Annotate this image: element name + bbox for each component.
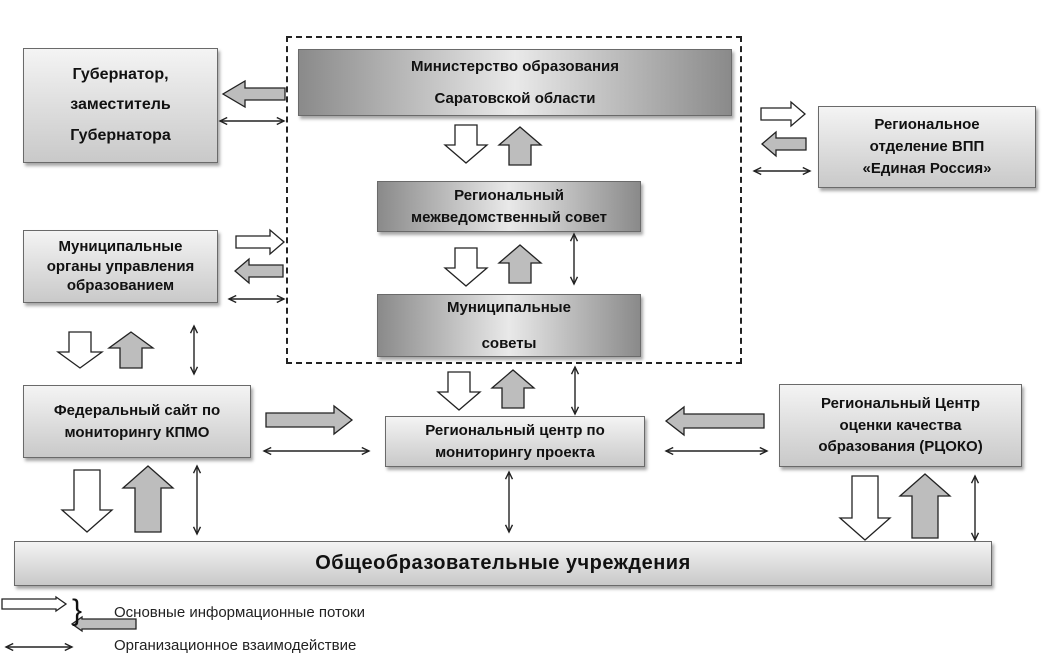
- legend-bracket: }: [72, 594, 83, 627]
- arrow-federal-to-schools: [60, 469, 114, 533]
- link-center-schools: [504, 470, 514, 534]
- federal-site-box: Федеральный сайт по мониторингу КПМО: [23, 385, 251, 458]
- arrow-bodies-to-ministry: [235, 228, 285, 256]
- municipal-bodies-box: Муниципальные органы управления образова…: [23, 230, 218, 303]
- arrow-ministry-to-bodies: [234, 257, 284, 285]
- arrow-interagency-to-councils: [443, 247, 489, 287]
- arrow-party-to-ministry: [761, 130, 807, 158]
- party-box: Региональное отделение ВПП «Единая Росси…: [818, 106, 1036, 188]
- legend-org-interaction: Организационное взаимодействие: [114, 637, 357, 654]
- arrow-rcoko-to-schools: [838, 475, 892, 541]
- link-governor-ministry: [218, 116, 286, 126]
- rcoko-box: Региональный Центр оценки качества образ…: [779, 384, 1022, 467]
- ministry-box: Министерство образования Саратовской обл…: [298, 49, 732, 116]
- arrow-ministry-to-party: [760, 100, 806, 128]
- arrow-center-to-councils: [490, 369, 536, 409]
- federal-site-label: Федеральный сайт по мониторингу КПМО: [53, 401, 221, 441]
- legend-main-flows: Основные информационные потоки: [114, 604, 365, 621]
- link-party-ministry: [752, 166, 812, 176]
- monitoring-center-label: Региональный центр по мониторингу проект…: [425, 421, 605, 461]
- governor-label: Губернатор, заместитель Губернатора: [70, 65, 171, 144]
- legend-arrow-outline: [1, 595, 68, 613]
- rcoko-label: Региональный Центр оценки качества образ…: [818, 394, 983, 456]
- arrow-ministry-to-interagency: [443, 124, 489, 164]
- interagency-council-box: Региональный межведомственный совет: [377, 181, 641, 232]
- legend-arrow-filled: [70, 615, 137, 633]
- ministry-label: Министерство образования Саратовской обл…: [411, 58, 619, 107]
- municipal-bodies-label: Муниципальные органы управления образова…: [46, 238, 195, 295]
- municipal-councils-box: Муниципальные советы: [377, 294, 641, 357]
- link-bodies-ministry: [227, 294, 286, 304]
- link-federal-schools: [192, 464, 202, 536]
- schools-label: Общеобразовательные учреждения: [315, 552, 691, 574]
- governor-box: Губернатор, заместитель Губернатора: [23, 48, 218, 163]
- arrow-councils-to-center: [436, 371, 482, 411]
- monitoring-center-box: Региональный центр по мониторингу проект…: [385, 416, 645, 467]
- ministry-group-dashed-frame: [286, 36, 742, 364]
- arrow-councils-to-interagency: [497, 244, 543, 284]
- link-interagency-councils: [569, 232, 579, 286]
- arrow-federal-to-bodies: [107, 331, 155, 369]
- arrow-ministry-to-governor: [221, 79, 286, 109]
- link-center-rcoko: [664, 446, 769, 456]
- interagency-council-label: Региональный межведомственный совет: [410, 186, 608, 226]
- arrow-federal-to-center: [265, 404, 354, 436]
- arrow-schools-to-federal: [121, 465, 175, 533]
- legend-link-double: [4, 642, 74, 652]
- link-bodies-federal: [189, 324, 199, 376]
- arrow-bodies-to-federal: [56, 331, 104, 369]
- link-federal-center: [262, 446, 371, 456]
- link-councils-center: [570, 365, 580, 416]
- schools-box: Общеобразовательные учреждения: [14, 541, 992, 586]
- municipal-councils-label: Муниципальные советы: [447, 298, 571, 352]
- link-rcoko-schools: [970, 474, 980, 542]
- party-label: Региональное отделение ВПП «Единая Росси…: [862, 116, 992, 177]
- arrow-schools-to-rcoko: [898, 473, 952, 539]
- arrow-interagency-to-ministry: [497, 126, 543, 166]
- arrow-rcoko-to-center: [664, 405, 765, 437]
